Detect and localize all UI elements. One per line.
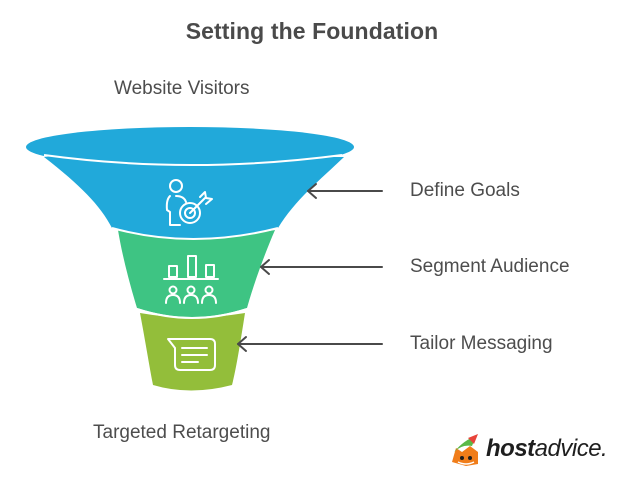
diagram-title: Setting the Foundation bbox=[185, 18, 439, 44]
funnel-stage-define-goals bbox=[26, 127, 354, 240]
arrow-segment-audience bbox=[260, 259, 383, 275]
person-target-icon bbox=[165, 179, 213, 226]
hostadvice-logo: hostadvice. bbox=[448, 432, 608, 468]
hostadvice-wordmark: hostadvice. bbox=[486, 435, 608, 463]
stage-label-define-goals: Define Goals bbox=[410, 180, 520, 201]
fox-mascot-icon bbox=[452, 434, 478, 466]
funnel-input-label: Website Visitors bbox=[114, 78, 250, 99]
audience-chart-icon bbox=[163, 255, 219, 304]
logo-text-bold: host bbox=[486, 435, 535, 462]
stage-label-tailor-messaging: Tailor Messaging bbox=[410, 333, 553, 354]
message-bubble-icon bbox=[167, 338, 216, 371]
stage-label-segment-audience: Segment Audience bbox=[410, 256, 570, 277]
funnel-output-label: Targeted Retargeting bbox=[93, 422, 271, 443]
funnel-stage-tailor-messaging bbox=[140, 313, 245, 391]
arrow-define-goals bbox=[307, 183, 383, 199]
arrow-tailor-messaging bbox=[237, 336, 383, 352]
logo-text-regular: advice. bbox=[534, 435, 608, 462]
